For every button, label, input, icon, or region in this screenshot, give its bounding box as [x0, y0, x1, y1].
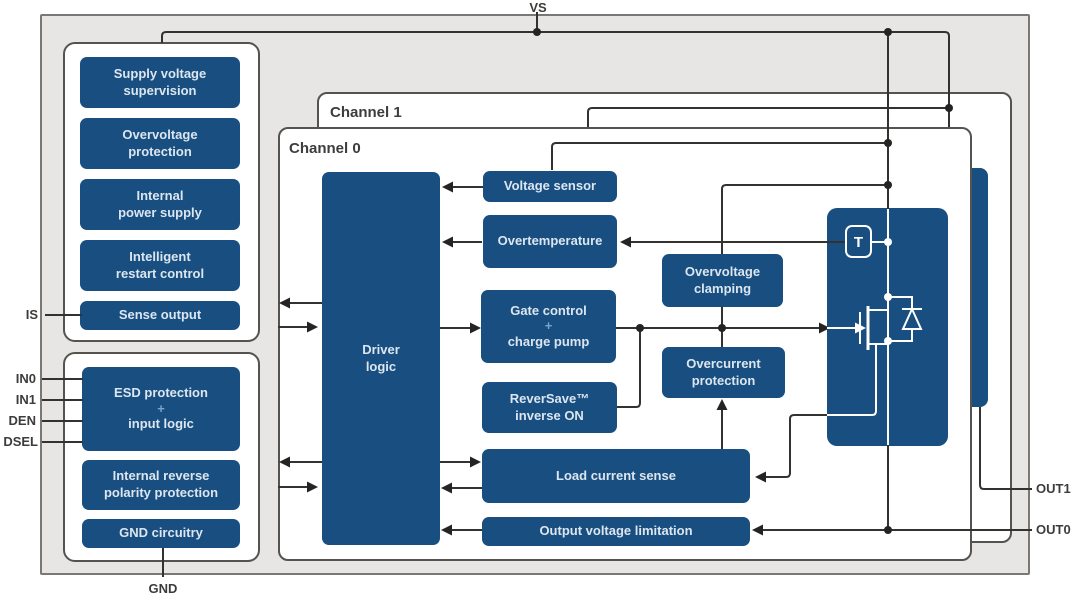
pin-out1: OUT1	[1036, 481, 1071, 496]
block-intelligent-restart-control: Intelligent restart control	[80, 240, 240, 291]
block-driver-logic: Driver logic	[322, 172, 440, 545]
block-gate-control-charge-pump: Gate control + charge pump	[481, 290, 616, 363]
pin-dsel: DSEL	[3, 434, 38, 449]
power-mosfet-block	[827, 208, 948, 446]
esd-plus: +	[157, 400, 165, 416]
block-supply-voltage-supervision: Supply voltage supervision	[80, 57, 240, 108]
gate-control-line1: Gate control	[510, 302, 587, 318]
channel0-label: Channel 0	[289, 140, 361, 157]
block-sense-output: Sense output	[80, 301, 240, 330]
block-load-current-sense: Load current sense	[482, 449, 750, 503]
pin-gnd: GND	[148, 581, 178, 596]
esd-line2: input logic	[128, 416, 194, 432]
block-output-voltage-limitation: Output voltage limitation	[482, 517, 750, 546]
pin-is: IS	[25, 307, 38, 322]
pin-in1: IN1	[15, 392, 36, 407]
pin-vs: VS	[529, 0, 547, 15]
pin-in0: IN0	[15, 371, 36, 386]
block-overtemperature: Overtemperature	[483, 215, 617, 268]
block-overvoltage-protection: Overvoltage protection	[80, 118, 240, 169]
block-reversave-inverse-on: ReverSave™ inverse ON	[482, 382, 617, 433]
block-overcurrent-protection: Overcurrent protection	[662, 347, 785, 398]
esd-line1: ESD protection	[114, 385, 208, 401]
block-internal-reverse-polarity-protection: Internal reverse polarity protection	[82, 460, 240, 510]
block-esd-protection-input-logic: ESD protection + input logic	[82, 367, 240, 451]
gate-control-line2: charge pump	[507, 333, 590, 349]
channel1-label: Channel 1	[330, 104, 402, 121]
gate-control-plus: +	[544, 318, 553, 334]
block-gnd-circuitry: GND circuitry	[82, 519, 240, 548]
pin-out0: OUT0	[1036, 522, 1071, 537]
block-overvoltage-clamping: Overvoltage clamping	[662, 254, 783, 307]
pin-den: DEN	[8, 413, 36, 428]
block-internal-power-supply: Internal power supply	[80, 179, 240, 230]
block-voltage-sensor: Voltage sensor	[483, 171, 617, 202]
